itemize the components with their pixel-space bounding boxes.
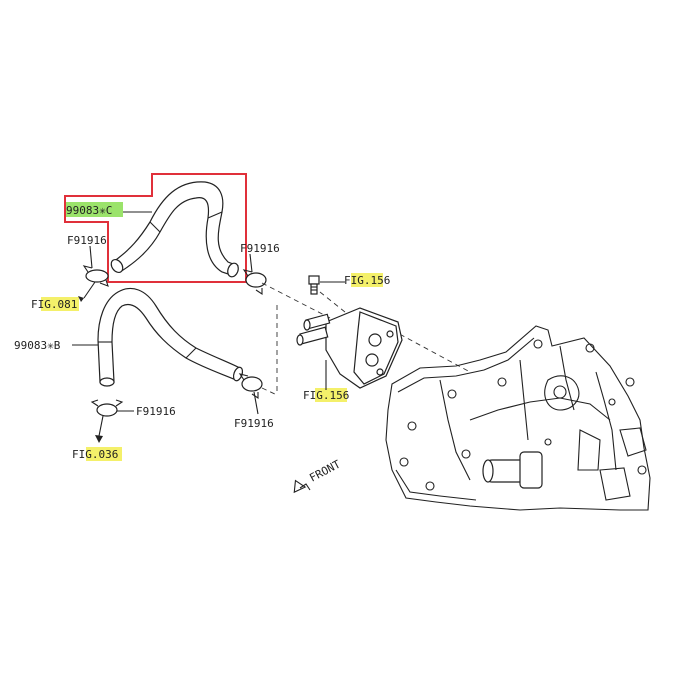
link-fig-081[interactable]: FIG.081 (31, 298, 77, 311)
transmission-case (385, 325, 651, 511)
oil-cooler[interactable] (296, 307, 403, 389)
front-arrow-icon (293, 479, 311, 494)
label-hose-b[interactable]: 99083✳B (14, 339, 61, 352)
label-clamp-bottom-right[interactable]: F91916 (234, 417, 274, 430)
arrow-fig-081 (78, 296, 84, 302)
assembly-line-1 (261, 282, 331, 319)
clamp-top-right[interactable] (242, 269, 267, 296)
highlight-fig-156-mid (315, 388, 347, 402)
highlight-fig-036 (86, 447, 122, 461)
highlight-hose-c (65, 202, 123, 217)
link-fig-156-mid[interactable]: FIG.156 (303, 389, 349, 402)
bolt[interactable] (308, 275, 320, 295)
selection-box[interactable] (64, 173, 247, 283)
clamp-bottom-mid[interactable] (90, 399, 124, 417)
link-fig-036[interactable]: FIG.036 (72, 448, 118, 461)
label-clamp-top-right[interactable]: F91916 (240, 242, 280, 255)
label-hose-c[interactable]: 99083✳C (66, 204, 112, 217)
clamp-top-left[interactable] (82, 265, 109, 287)
highlight-fig-081 (41, 297, 79, 311)
assembly-line-3 (261, 387, 278, 396)
clamp-bottom-right[interactable] (238, 373, 263, 400)
assembly-line-5 (319, 291, 351, 317)
assembly-line-4 (391, 329, 471, 373)
label-clamp-bottom-mid[interactable]: F91916 (136, 405, 176, 418)
highlight-fig-156-top (351, 273, 383, 287)
link-fig-156-top[interactable]: FIG.156 (344, 274, 390, 287)
hose-b[interactable] (97, 287, 244, 387)
label-front: FRONT (307, 457, 343, 484)
hose-c[interactable] (109, 181, 240, 278)
arrow-fig-036 (95, 435, 103, 443)
label-clamp-top-left[interactable]: F91916 (67, 234, 107, 247)
